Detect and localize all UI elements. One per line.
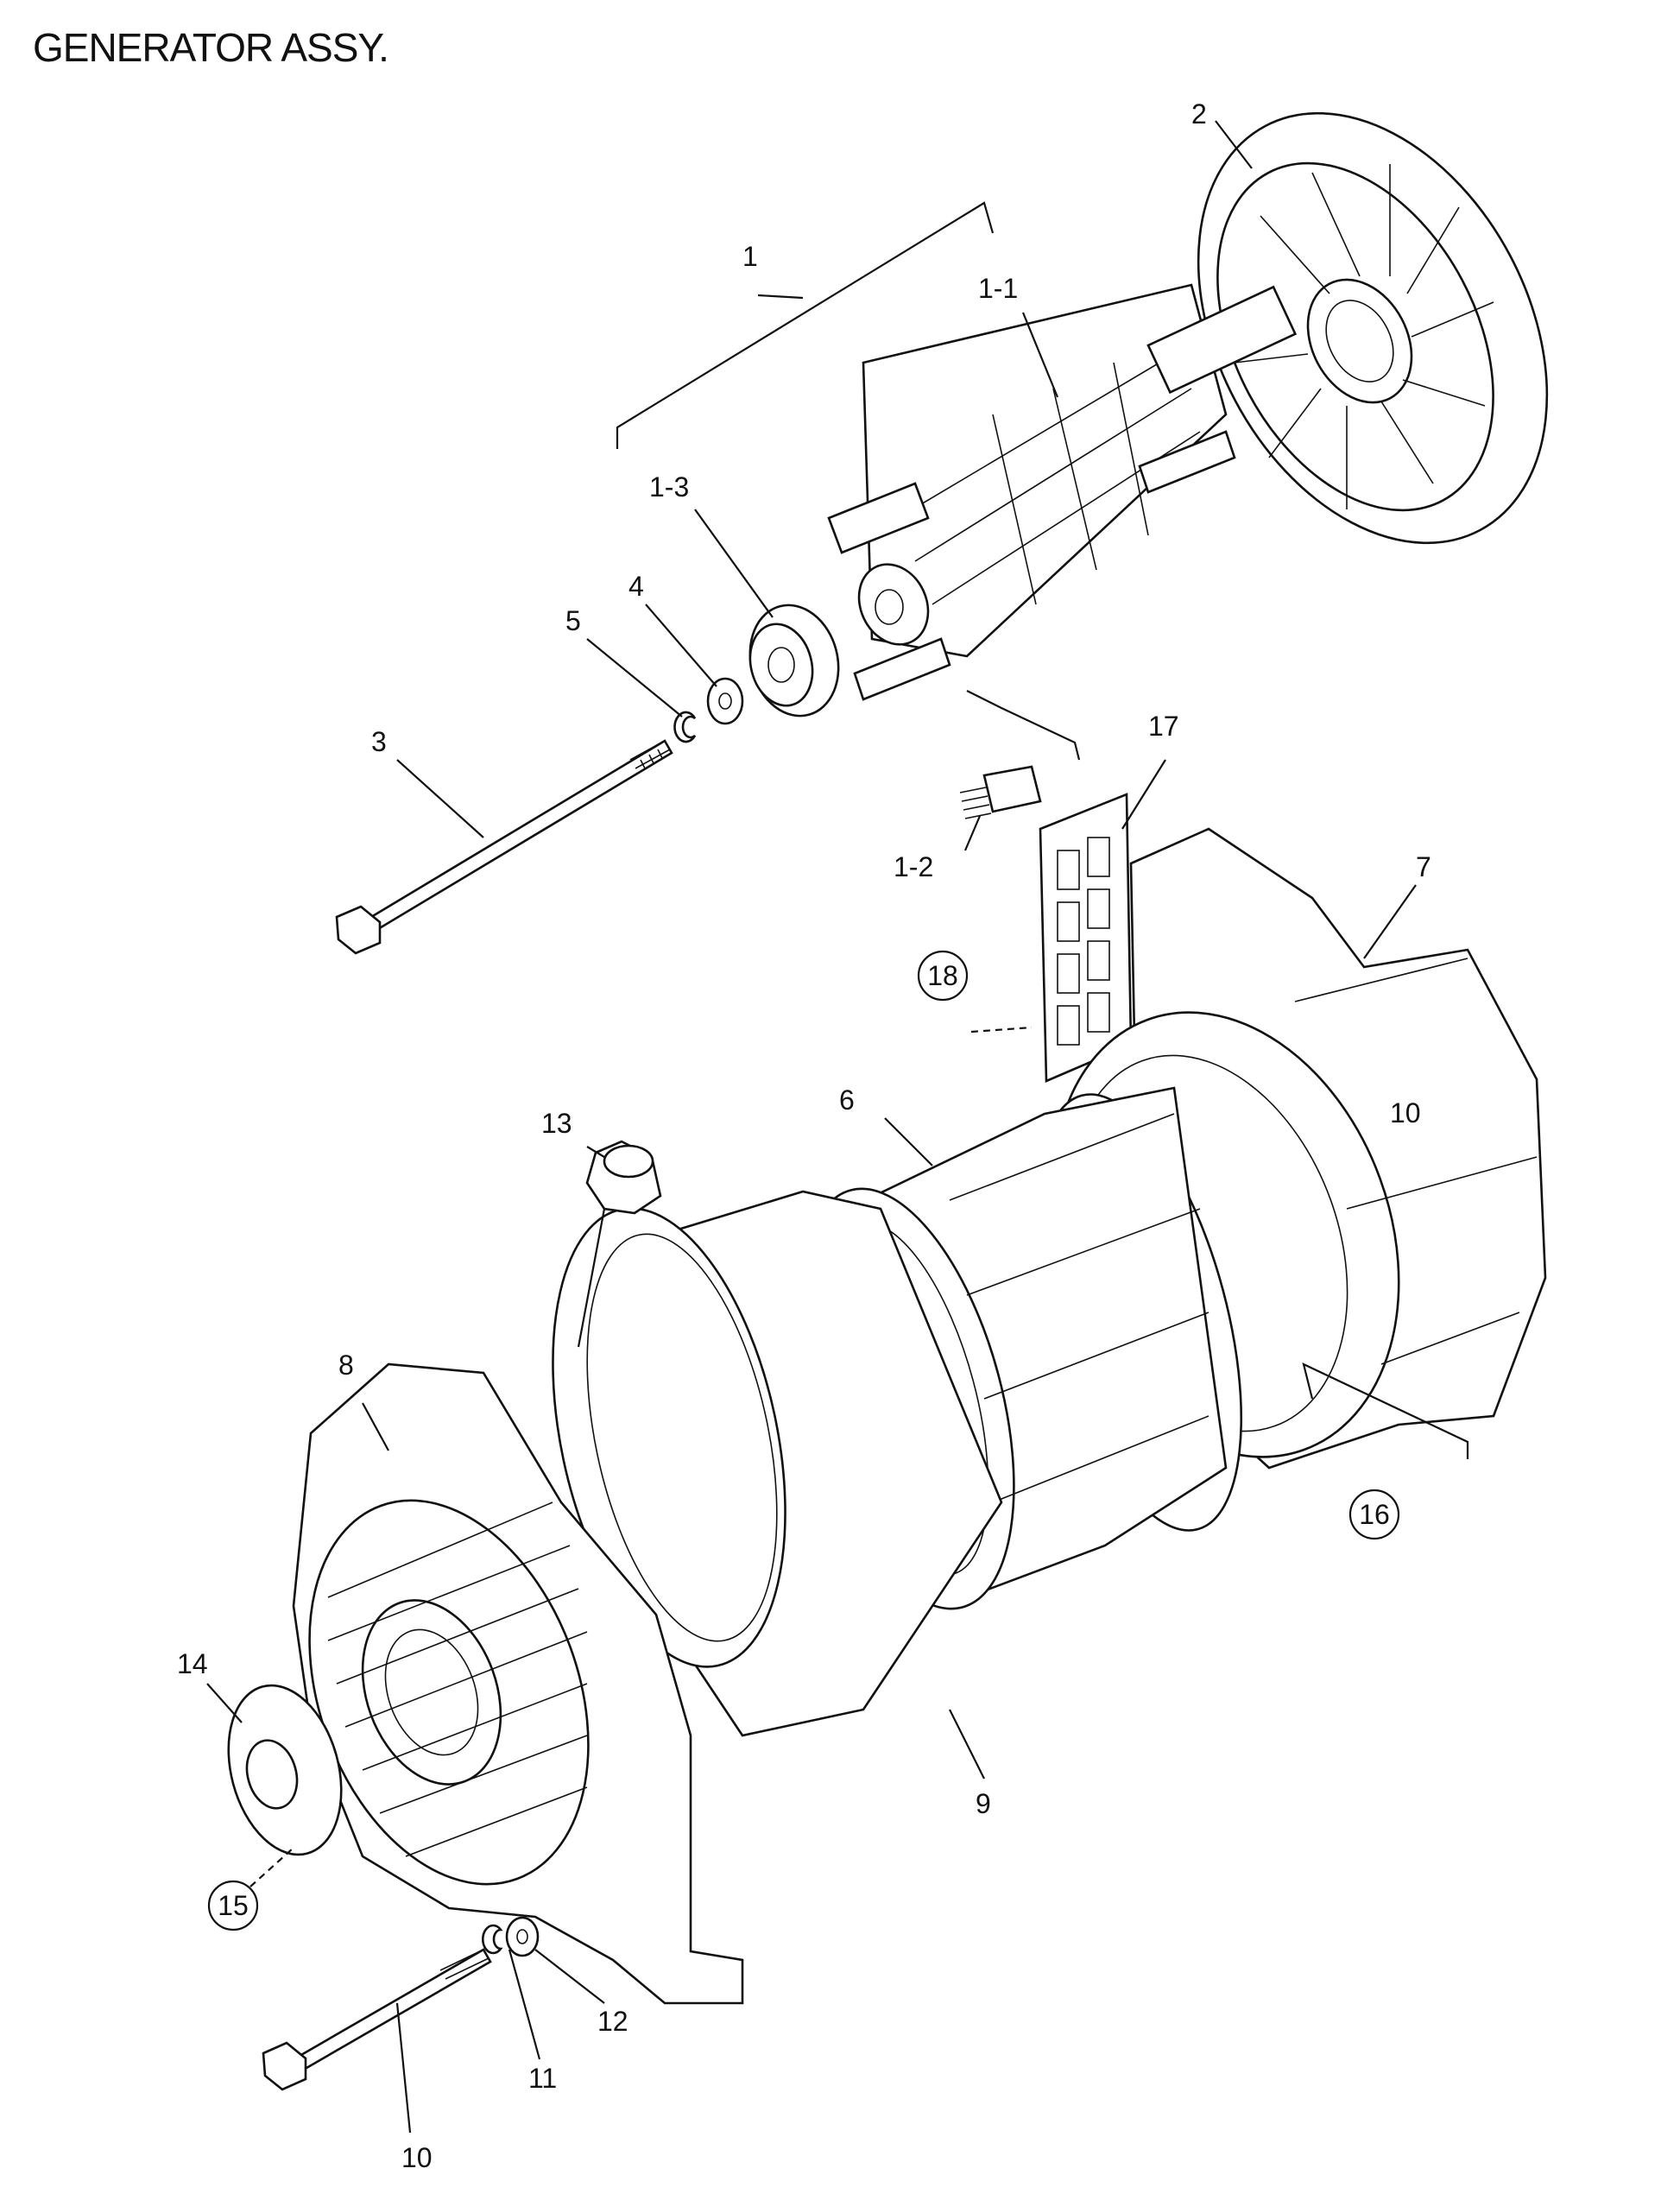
callout-18: 18 [927,960,958,991]
callout-7: 7 [1416,851,1431,882]
callout-12: 12 [597,2006,628,2037]
part-washer-4 [706,677,744,725]
part-through-bolt-3 [335,739,673,955]
callout-10: 10 [401,2142,433,2173]
callout-11: 11 [528,2063,557,2094]
callout-1-2: 1-2 [894,851,933,882]
callout-9: 9 [976,1788,991,1819]
callout-15: 15 [218,1890,249,1921]
part-fan [1197,111,1549,545]
callout-1-1: 1-1 [978,273,1018,304]
callout-3: 3 [371,726,387,757]
part-cover-band-9 [552,1190,1003,1737]
part-front-cover-8 [292,1362,744,2005]
part-spring-washer-5 [673,711,697,743]
callout-17: 17 [1148,711,1179,742]
callout-14: 14 [177,1648,208,1679]
callout-6: 6 [839,1084,855,1116]
callout-16-circle [1348,1489,1400,1540]
part-rotor [827,283,1298,701]
leader-lines [206,120,1469,2134]
callout-15-circle [207,1880,259,1931]
part-rectifier [959,765,1042,819]
callout-13: 13 [541,1108,572,1139]
callout-5: 5 [565,605,581,636]
callout-4: 4 [628,571,644,602]
part-end-cap-14 [227,1684,343,1856]
callout-1-3: 1-3 [649,471,689,503]
svg-text:10: 10 [1390,1097,1421,1128]
callout-16: 16 [1359,1499,1390,1530]
part-grommet-13 [585,1140,662,1215]
part-spring-washer-11 [482,1924,503,1955]
callout-2: 2 [1191,98,1207,130]
part-bearing [748,604,840,718]
diagram-title: GENERATOR ASSY. [33,25,389,70]
callout-18-circle [917,950,969,1002]
part-bolt-10 [262,1948,492,2091]
part-washer-12 [505,1916,540,1957]
callout-labels: 1 1-1 1-2 1-3 2 3 4 5 6 7 8 9 10 11 12 1… [177,98,1431,2173]
callout-1: 1 [742,241,758,272]
callout-8: 8 [338,1350,354,1381]
